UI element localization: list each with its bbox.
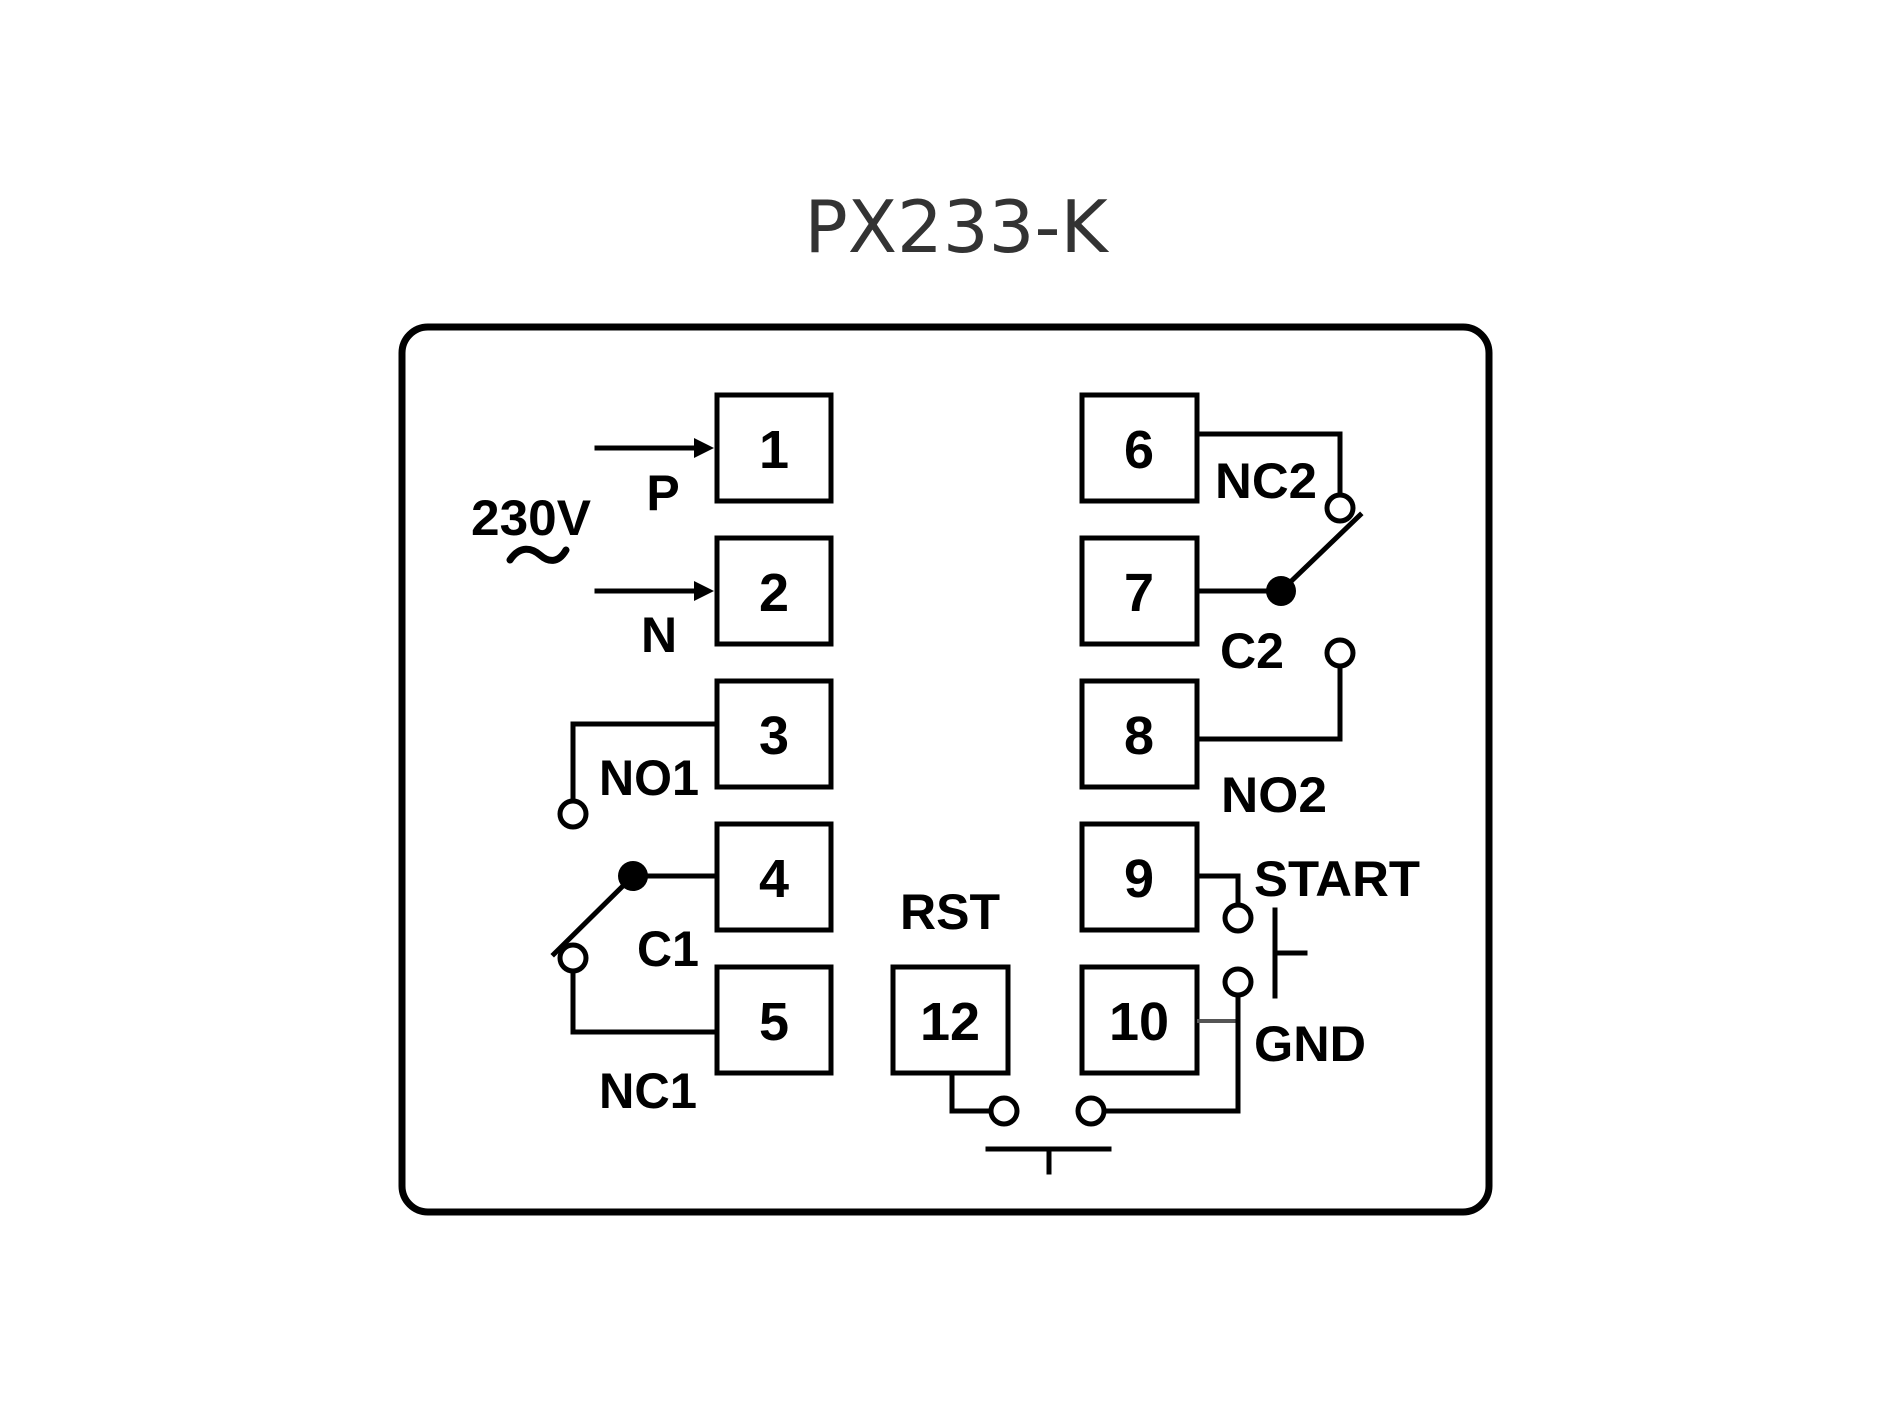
terminal-box <box>714 535 834 647</box>
terminal-6: 6 <box>1079 392 1200 504</box>
terminal-number: 2 <box>759 563 789 623</box>
terminal-8: 8 <box>1079 678 1200 790</box>
terminal-box <box>1079 678 1200 790</box>
rst-wire <box>949 1070 994 1114</box>
start-label: START <box>1254 851 1420 907</box>
terminal-number: 5 <box>759 992 789 1052</box>
neutral-label: N <box>641 607 677 663</box>
nc2-contact-icon <box>1324 492 1356 524</box>
terminal-7: 7 <box>1079 535 1200 647</box>
terminal-box <box>1079 821 1200 933</box>
terminal-number: 6 <box>1124 420 1154 480</box>
terminal-4: 4 <box>714 821 834 933</box>
terminal-box <box>714 392 834 504</box>
nc1-label: NC1 <box>599 1063 697 1119</box>
neutral-arrow-icon <box>694 581 714 601</box>
no2-wire <box>1194 663 1343 742</box>
terminal-box <box>1079 535 1200 647</box>
terminal-box <box>714 678 834 790</box>
voltage-label: 230V <box>471 490 592 546</box>
terminal-2: 2 <box>714 535 834 647</box>
relay-1: NO1 C1 NC1 <box>550 721 720 1119</box>
nc1-contact-icon <box>557 942 589 974</box>
no1-contact-icon <box>557 798 589 830</box>
gnd-wire <box>1101 992 1241 1114</box>
c1-label: C1 <box>637 921 699 977</box>
terminal-10: 10 <box>1079 964 1200 1076</box>
terminal-number: 10 <box>1109 992 1169 1052</box>
c2-switch-arm <box>1277 511 1364 595</box>
terminal-number: 9 <box>1124 849 1154 909</box>
start-contact-icon <box>1222 902 1254 934</box>
gnd-contact-icon <box>1222 966 1254 998</box>
c2-label: C2 <box>1220 623 1284 679</box>
no2-contact-icon <box>1324 637 1356 669</box>
nc2-wire <box>1194 431 1343 497</box>
terminal-number: 3 <box>759 706 789 766</box>
terminal-box <box>1079 392 1200 504</box>
rst-gnd-contact-icon <box>1075 1095 1107 1127</box>
no1-wire <box>570 721 720 803</box>
terminal-number: 7 <box>1124 563 1154 623</box>
phase-label: P <box>646 465 679 521</box>
device-frame <box>398 323 1493 1216</box>
nc1-wire <box>570 968 720 1035</box>
terminal-1: 1 <box>714 392 834 504</box>
reset-input: RST <box>900 884 1112 1175</box>
no1-label: NO1 <box>599 750 699 806</box>
terminal-box <box>890 964 1011 1076</box>
start-wire <box>1194 873 1241 907</box>
relay-2: NC2 C2 NO2 <box>1194 431 1364 823</box>
terminal-number: 1 <box>759 420 789 480</box>
terminal-box <box>1079 964 1200 1076</box>
gnd-label: GND <box>1254 1016 1366 1072</box>
rst-contact-icon <box>988 1095 1020 1127</box>
terminal-box <box>714 964 834 1076</box>
terminal-number: 8 <box>1124 706 1154 766</box>
no2-label: NO2 <box>1221 767 1327 823</box>
device-title: PX233-K <box>804 185 1109 269</box>
terminal-5: 5 <box>714 964 834 1076</box>
nc2-label: NC2 <box>1215 453 1317 509</box>
start-input: START GND <box>1101 851 1420 1114</box>
terminal-number: 4 <box>759 849 789 909</box>
terminal-number: 12 <box>920 992 980 1052</box>
terminal-9: 9 <box>1079 821 1200 933</box>
rst-label: RST <box>900 884 1000 940</box>
terminal-12: 12 <box>890 964 1011 1076</box>
c1-switch-arm <box>550 872 637 958</box>
terminal-3: 3 <box>714 678 834 790</box>
phase-arrow-icon <box>694 438 714 458</box>
ac-tilde-icon <box>506 545 570 564</box>
power-supply: P N 230V <box>471 438 714 663</box>
